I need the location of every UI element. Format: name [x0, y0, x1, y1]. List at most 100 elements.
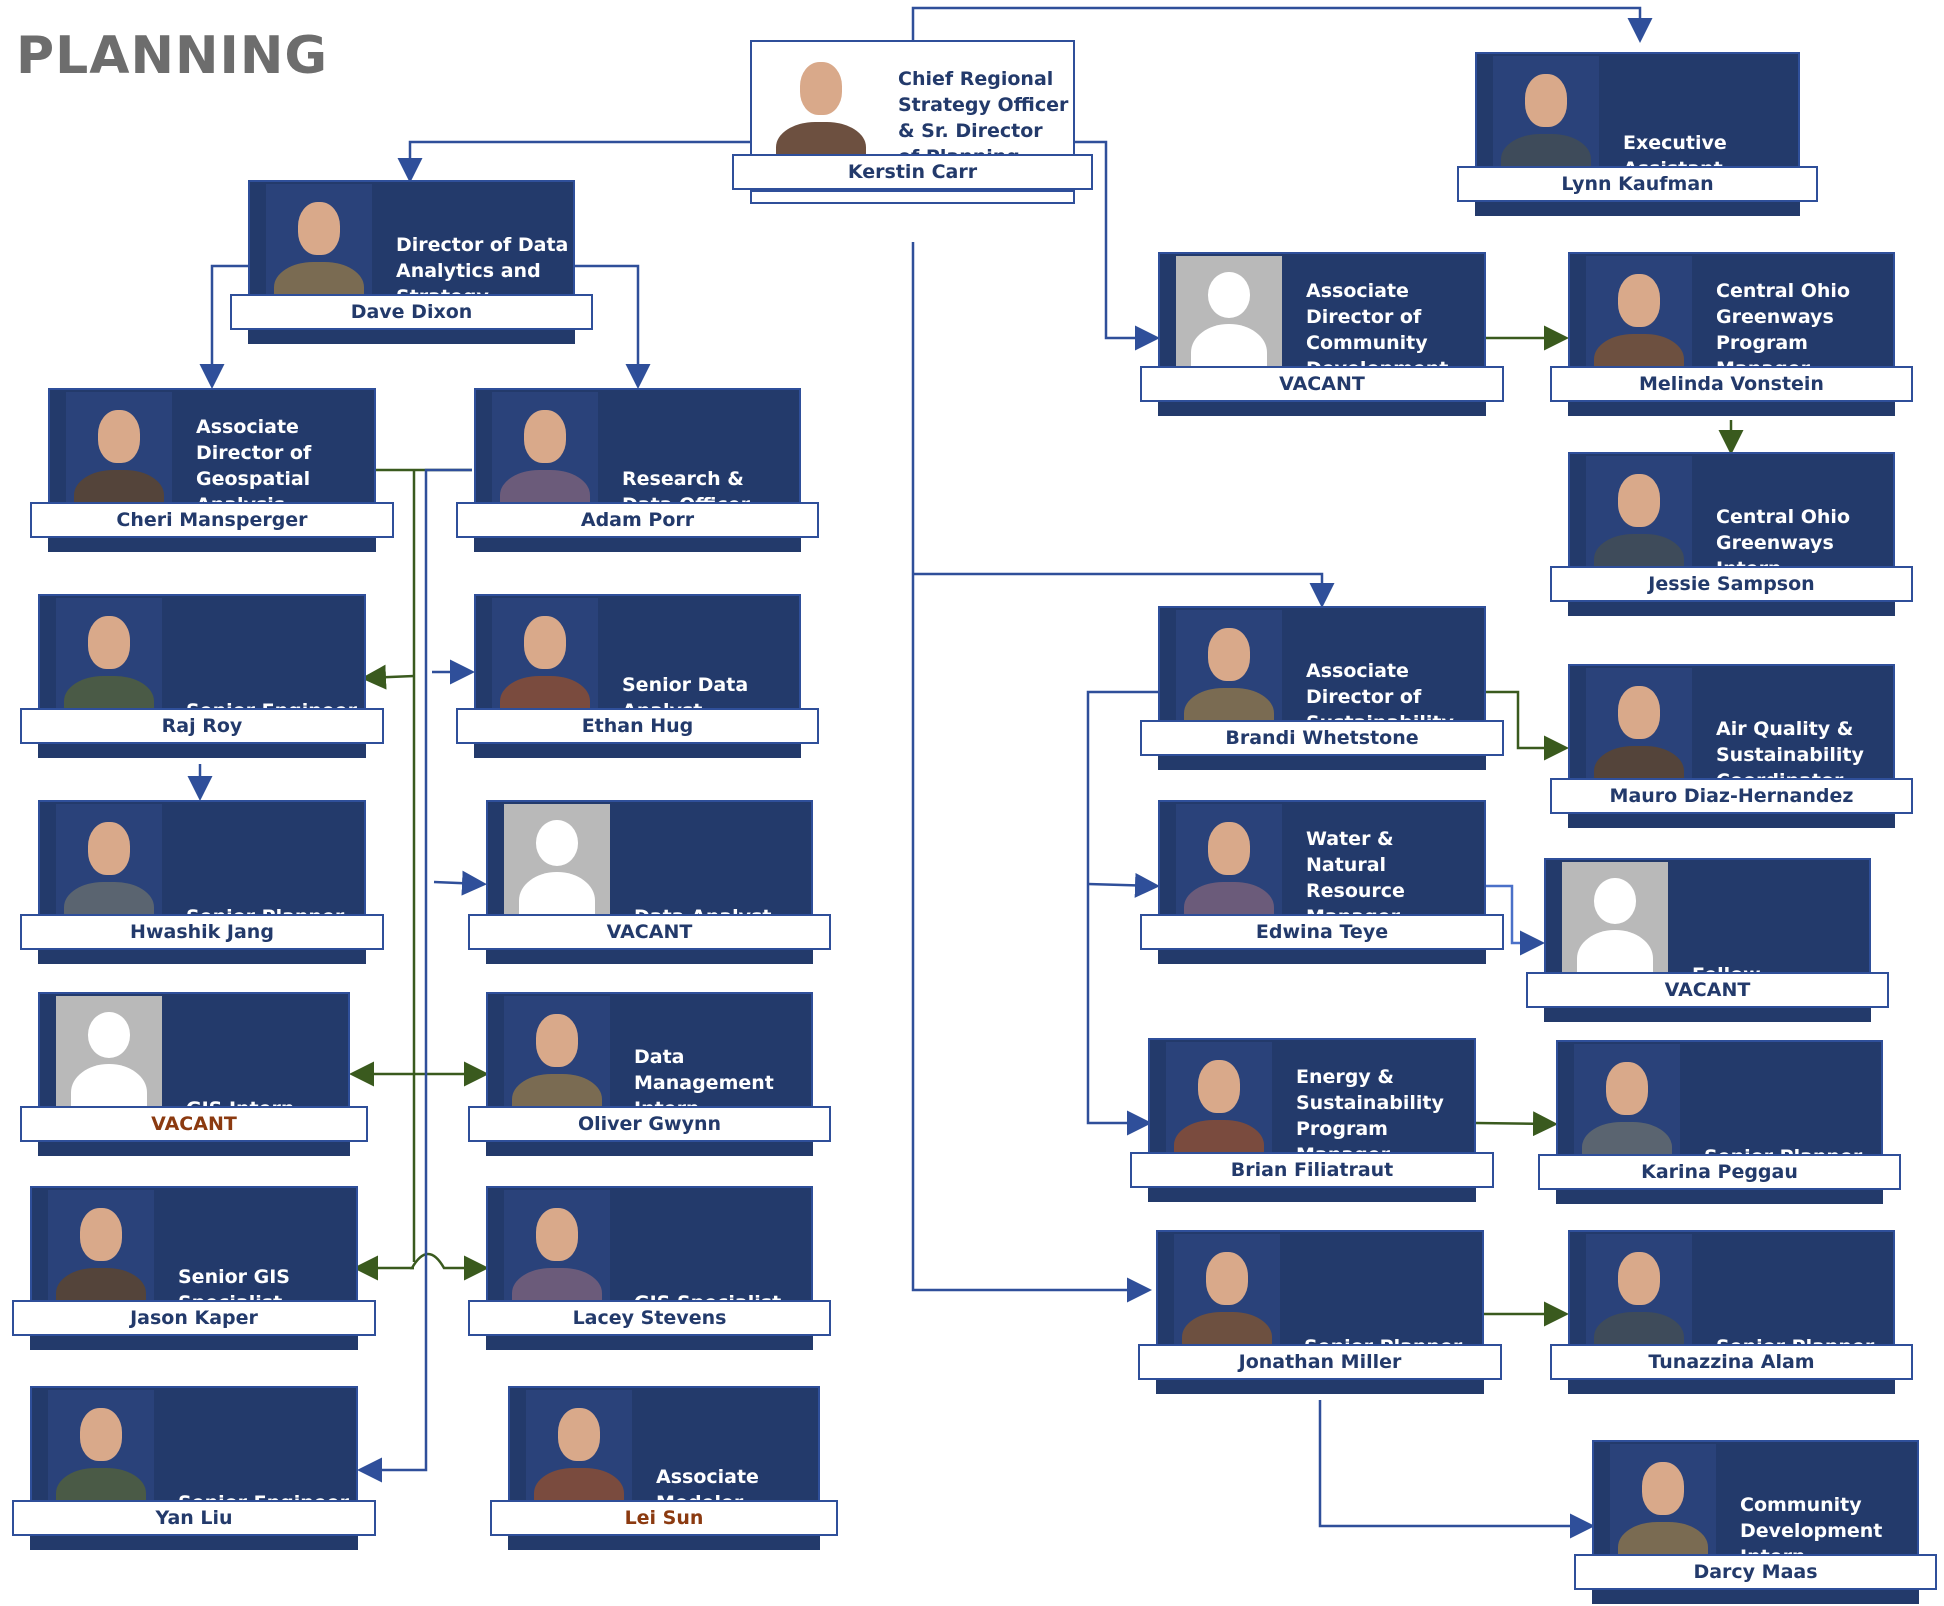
- person-name: Hwashik Jang: [20, 914, 384, 950]
- person-name: Melinda Vonstein: [1550, 366, 1913, 402]
- org-card-whetstone: Associate Director of SustainabilityBran…: [1140, 606, 1504, 770]
- connector-carr-whetstone: [913, 572, 1335, 608]
- card-bottom-bar: [486, 950, 813, 964]
- person-photo: [492, 392, 598, 506]
- connector-miller-maas: [1318, 1400, 1595, 1539]
- card-bottom-bar: [38, 744, 366, 758]
- card-bottom-bar: [38, 1142, 350, 1156]
- card-bottom-bar: [486, 1336, 813, 1350]
- card-bottom-bar: [1568, 814, 1895, 828]
- connector-whetstone-teye: [1087, 872, 1160, 898]
- connector-carr-trunk: [911, 242, 1152, 1303]
- card-bottom-bar: [248, 330, 575, 344]
- person-name: Edwina Teye: [1140, 914, 1504, 950]
- person-name: Lacey Stevens: [468, 1300, 831, 1336]
- person-photo: [66, 392, 172, 506]
- person-photo: [1586, 1234, 1692, 1348]
- person-photo: [48, 1390, 154, 1504]
- person-name: Jonathan Miller: [1138, 1344, 1502, 1380]
- card-bottom-bar: [1475, 202, 1800, 216]
- org-card-comm_dev: Associate Director of Community Developm…: [1140, 252, 1504, 416]
- card-bottom-bar: [508, 1536, 820, 1550]
- org-card-porr: Research & Data OfficerAdam Porr: [456, 388, 819, 552]
- person-name: Dave Dixon: [230, 294, 593, 330]
- card-bottom-bar: [1544, 1008, 1871, 1022]
- person-photo: [1586, 256, 1692, 370]
- card-bottom-bar: [1158, 950, 1486, 964]
- connector-research-trunk: [357, 468, 472, 1483]
- person-name: VACANT: [1140, 366, 1504, 402]
- card-bottom-bar: [1568, 602, 1895, 616]
- card-bottom-bar: [1158, 402, 1486, 416]
- person-photo: [266, 184, 372, 298]
- person-name: Cheri Mansperger: [30, 502, 394, 538]
- org-card-teye: Water & Natural Resource ManagerEdwina T…: [1140, 800, 1504, 964]
- person-photo: [504, 1190, 610, 1304]
- card-bottom-bar: [1592, 1590, 1919, 1604]
- card-bottom-bar: [750, 190, 1075, 204]
- card-bottom-bar: [1556, 1190, 1883, 1204]
- person-name: Lei Sun: [490, 1500, 838, 1536]
- person-name: Kerstin Carr: [732, 154, 1093, 190]
- person-photo: [1610, 1444, 1716, 1558]
- connector-geo-roy: [361, 664, 415, 690]
- person-photo: [1493, 56, 1599, 170]
- person-photo: [1174, 1234, 1280, 1348]
- org-card-liu: Senior EngineerYan Liu: [12, 1386, 376, 1550]
- org-card-jang: Senior PlannerHwashik Jang: [20, 800, 384, 964]
- person-name: Brian Filiatraut: [1130, 1152, 1494, 1188]
- card-bottom-bar: [1568, 402, 1895, 416]
- org-card-dixon: Director of Data Analytics and StrategyD…: [230, 180, 593, 344]
- connector-teye-fellow: [1486, 884, 1545, 956]
- org-card-peggau: Senior PlannerKarina Peggau: [1538, 1040, 1901, 1204]
- person-name: Ethan Hug: [456, 708, 819, 744]
- org-card-mansperger: Associate Director of Geospatial Analysi…: [30, 388, 394, 552]
- person-name: Darcy Maas: [1574, 1554, 1937, 1590]
- org-card-filiatraut: Energy & Sustainability Program ManagerB…: [1130, 1038, 1494, 1202]
- org-card-fellow: FellowVACANT: [1526, 858, 1889, 1022]
- card-bottom-bar: [1156, 1380, 1484, 1394]
- page-title: PLANNING: [16, 26, 329, 86]
- connector-carr-kaufman: [911, 6, 1653, 43]
- org-card-miller: Senior PlannerJonathan Miller: [1138, 1230, 1502, 1394]
- connector-geo-trunk: [376, 468, 472, 1262]
- connector-whetstone-bracket: [1086, 690, 1162, 1136]
- person-photo: [768, 44, 874, 158]
- person-photo: [56, 598, 162, 712]
- card-bottom-bar: [1568, 1380, 1895, 1394]
- person-photo: [526, 1390, 632, 1504]
- org-card-maas: Community Development InternDarcy Maas: [1574, 1440, 1937, 1604]
- person-photo: [1166, 1042, 1272, 1156]
- person-name: VACANT: [468, 914, 831, 950]
- org-card-alam: Senior PlannerTunazzina Alam: [1550, 1230, 1913, 1394]
- connector-carr-commdev: [1075, 140, 1160, 351]
- org-card-sun: Associate ModelerLei Sun: [490, 1386, 838, 1550]
- connector-carr-dixon: [397, 140, 750, 183]
- person-name: Jessie Sampson: [1550, 566, 1913, 602]
- org-card-kaufman: Executive AssistantLynn Kaufman: [1457, 52, 1818, 216]
- org-card-data_analyst: Data AnalystVACANT: [468, 800, 831, 964]
- org-card-gis_intern: GIS InternVACANT: [20, 992, 368, 1156]
- org-card-roy: Senior EngineerRaj Roy: [20, 594, 384, 758]
- connector-research-dataanalyst: [433, 870, 487, 896]
- card-bottom-bar: [30, 1536, 358, 1550]
- person-name: Lynn Kaufman: [1457, 166, 1818, 202]
- org-card-hug: Senior Data AnalystEthan Hug: [456, 594, 819, 758]
- placeholder-avatar-icon: [1176, 256, 1282, 370]
- connector-filiatraut-peggau: [1475, 1111, 1558, 1137]
- person-name: VACANT: [1526, 972, 1889, 1008]
- person-name: Karina Peggau: [1538, 1154, 1901, 1190]
- person-photo: [492, 598, 598, 712]
- card-bottom-bar: [1148, 1188, 1476, 1202]
- org-card-diaz: Air Quality & Sustainability Coordinator…: [1550, 664, 1913, 828]
- connector-dixon-porr: [575, 264, 651, 389]
- person-name: Tunazzina Alam: [1550, 1344, 1913, 1380]
- card-bottom-bar: [38, 950, 366, 964]
- person-photo: [504, 996, 610, 1110]
- card-bottom-bar: [1158, 756, 1486, 770]
- person-photo: [48, 1190, 154, 1304]
- card-bottom-bar: [486, 1142, 813, 1156]
- person-name: Adam Porr: [456, 502, 819, 538]
- card-bottom-bar: [474, 538, 801, 552]
